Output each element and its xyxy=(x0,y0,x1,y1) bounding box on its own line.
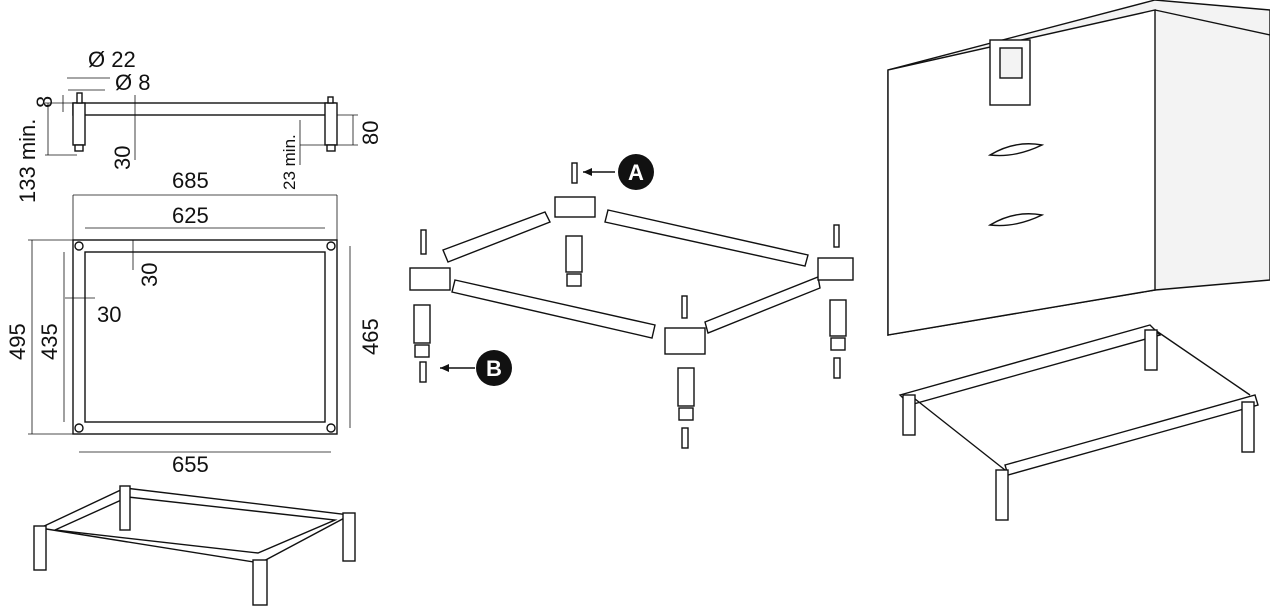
dim-adjust-min: 23 min. xyxy=(280,134,299,190)
callout-b xyxy=(476,350,512,386)
callout-a-label: A xyxy=(628,160,644,185)
dim-diameter-8: Ø 8 xyxy=(115,70,150,95)
callout-a xyxy=(618,154,654,190)
dim-outer-width: 685 xyxy=(172,168,209,193)
dim-leg-height: 80 xyxy=(358,121,383,145)
dim-leg-depth: 465 xyxy=(358,318,383,355)
dim-leg-width: 655 xyxy=(172,452,209,477)
callout-b-label: B xyxy=(486,356,502,381)
stand-isometric xyxy=(33,485,356,606)
dim-beam-width-left: 30 xyxy=(97,302,121,327)
dim-inner-depth: 435 xyxy=(37,323,62,360)
exploded-view: A B xyxy=(409,154,854,449)
appliance-on-stand xyxy=(887,0,1270,521)
dim-outer-depth: 495 xyxy=(5,323,30,360)
dim-beam-width-top: 30 xyxy=(137,263,162,287)
side-view: Ø 22 Ø 8 8 133 min. 30 23 min. 80 xyxy=(15,47,383,203)
top-view: 685 625 30 30 495 435 465 655 xyxy=(5,168,383,477)
dim-inner-width: 625 xyxy=(172,203,209,228)
dim-total-height: 133 min. xyxy=(15,119,40,203)
dim-beam-height: 30 xyxy=(110,146,135,170)
dim-diameter-22: Ø 22 xyxy=(88,47,136,72)
dim-top-offset: 8 xyxy=(32,96,57,108)
